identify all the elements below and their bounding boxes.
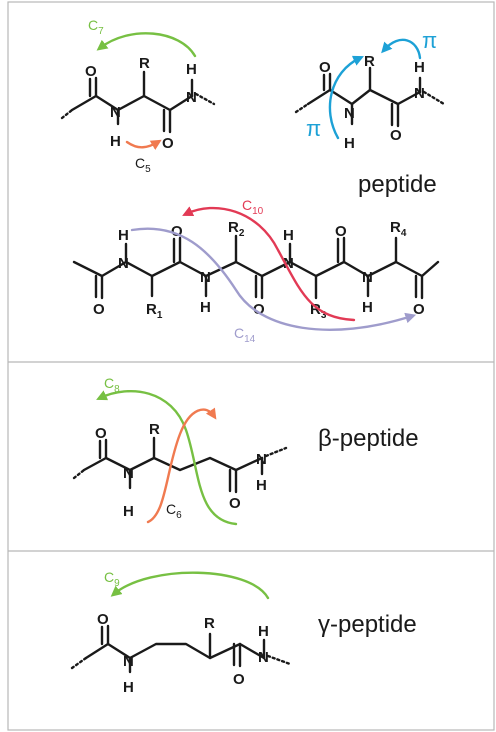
atom-h: H [118,227,129,244]
atom-n: N [110,104,121,121]
c14-label: C14 [234,325,256,345]
atom-o: O [390,127,402,144]
gamma-peptide-panel: O N H R O H N C9 γ-peptide [70,569,417,696]
atom-o: O [413,301,425,318]
c10-label: C10 [242,197,264,217]
beta-peptide-panel: O N H R O N H C8 C6 β-peptide [72,375,419,526]
atom-h: H [123,679,134,696]
atom-o: O [97,611,109,628]
atom-r2: R2 [228,219,245,239]
fragment-pi [294,66,446,128]
atom-h: H [258,623,269,640]
atom-o: O [335,223,347,240]
c6-label: C6 [166,501,182,521]
fragment-c10-c14 [72,234,440,300]
atom-r: R [139,55,150,72]
c8-label: C8 [104,375,120,395]
pi-arrow-right [381,38,422,60]
fragment-gamma [70,624,292,674]
atom-r: R [204,615,215,632]
atom-n: N [258,649,269,666]
c9-label: C9 [104,569,120,589]
c5-label: C5 [135,155,151,175]
c7-arrow [96,32,197,58]
atom-r1: R1 [146,301,163,321]
atom-o: O [162,135,174,152]
atom-o: O [95,425,107,442]
atom-h: H [200,299,211,316]
fragment-beta [72,436,288,494]
alpha-peptide-panel: O N H R O H N C7 C5 O N H R O H N π π [60,17,446,345]
atom-o: O [319,59,331,76]
atom-o: O [233,671,245,688]
pi-label-right: π [422,28,437,53]
atom-h: H [283,227,294,244]
atom-n: N [200,269,211,286]
atom-h: H [256,477,267,494]
atom-n: N [283,255,294,272]
atom-h: H [186,61,197,78]
atom-n: N [118,255,129,272]
gamma-peptide-label: γ-peptide [318,611,417,638]
fragment-c7-c5 [60,70,216,134]
peptide-label: peptide [358,171,437,198]
c10-arrow [182,206,356,322]
atom-n: N [344,105,355,122]
c7-label: C7 [88,17,104,37]
atom-n: N [414,85,425,102]
atom-h: H [362,299,373,316]
atom-r: R [364,53,375,70]
c14-arrow [130,227,417,331]
atom-n: N [256,451,267,468]
c9-arrow [110,571,270,600]
atom-n: N [123,653,134,670]
atom-n: N [362,269,373,286]
atom-h: H [110,133,121,150]
c8-arrow [96,390,238,526]
pi-label-left: π [306,116,321,141]
atom-r3: R3 [310,301,327,321]
atom-o: O [229,495,241,512]
beta-peptide-label: β-peptide [318,425,419,452]
c5-arrow [125,139,162,150]
panel-frame [7,1,495,731]
atom-o: O [85,63,97,80]
atom-h: H [414,59,425,76]
atom-n: N [186,89,197,106]
atom-h: H [344,135,355,152]
atom-h: H [123,503,134,520]
atom-r4: R4 [390,219,407,239]
atom-n: N [123,465,134,482]
pi-arrow-left [328,55,364,140]
c6-arrow [146,407,217,524]
atom-o: O [93,301,105,318]
atom-r: R [149,421,160,438]
